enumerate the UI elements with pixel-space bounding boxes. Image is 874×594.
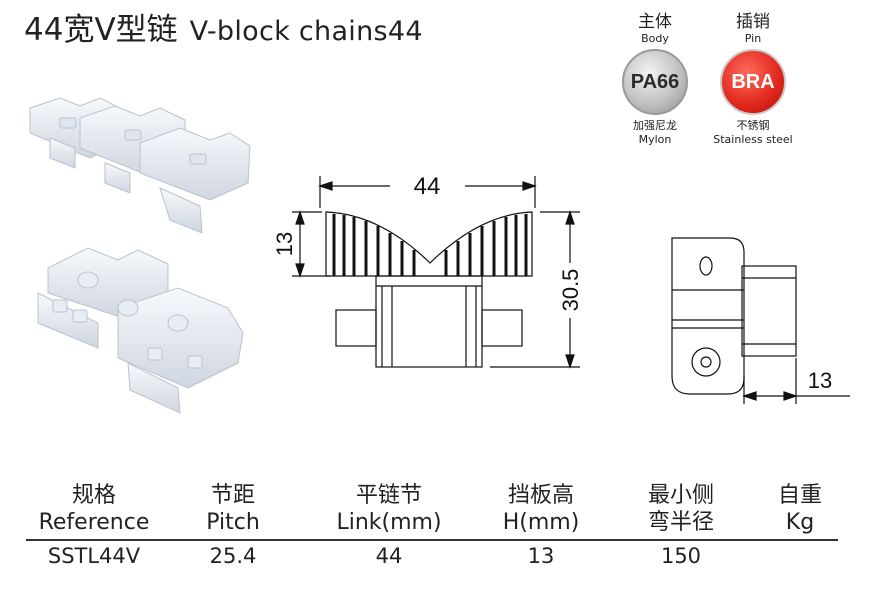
material-pin: 插销 Pin BRA 不锈钢 Stainless steel	[708, 12, 798, 147]
pa66-badge: PA66	[622, 49, 688, 115]
chain-photo-top-icon	[29, 97, 251, 234]
header-reference-en: Reference	[38, 510, 150, 535]
header-pitch-zh: 节距	[210, 483, 255, 508]
header-radius-zh: 最小侧	[647, 483, 714, 508]
table-divider	[26, 539, 838, 541]
dim-flange-label: 13	[272, 232, 297, 256]
table-row: SSTL44V 25.4 44 13 150	[26, 541, 846, 571]
cell-pitch: 25.4	[209, 544, 257, 568]
header-height-zh: 挡板高	[507, 483, 574, 508]
bra-badge: BRA	[720, 49, 786, 115]
material-body: 主体 Body PA66 加强尼龙 Mylon	[610, 12, 700, 147]
table-header-zh-row: 规格 节距 平链节 挡板高 最小侧 自重	[26, 482, 846, 509]
material-pin-name-zh: 不锈钢	[736, 119, 770, 132]
title-zh: 44宽V型链	[24, 12, 178, 48]
material-body-label-zh: 主体	[638, 12, 672, 32]
header-radius-en: 弯半径	[647, 510, 714, 535]
dim-total-height-label: 30.5	[558, 269, 583, 312]
side-view-drawing: 13	[671, 237, 850, 404]
front-view-drawing: 44 13 30.5	[272, 173, 583, 369]
cell-height: 13	[527, 544, 555, 568]
header-link-zh: 平链节	[355, 483, 422, 508]
dim-side-label: 13	[808, 368, 832, 393]
material-body-label-en: Body	[641, 32, 669, 45]
cell-weight	[754, 541, 846, 571]
title-en: V-block chains44	[189, 16, 423, 47]
material-pin-name-en: Stainless steel	[713, 133, 793, 146]
material-body-name-en: Mylon	[638, 133, 672, 146]
cell-link: 44	[375, 544, 403, 568]
chain-photo-bottom-icon	[37, 247, 244, 414]
spec-table: 规格 节距 平链节 挡板高 最小侧 自重 Reference Pitch Lin…	[26, 482, 846, 571]
header-pitch-en: Pitch	[206, 510, 260, 535]
material-body-name-zh: 加强尼龙	[633, 119, 677, 132]
cell-radius: 150	[660, 544, 702, 568]
header-height-en: H(mm)	[502, 510, 580, 535]
material-pin-label-zh: 插销	[736, 12, 770, 32]
header-weight-zh: 自重	[777, 483, 822, 508]
dim-width-label: 44	[414, 173, 441, 200]
table-header-en-row: Reference Pitch Link(mm) H(mm) 弯半径 Kg	[26, 509, 846, 536]
material-pin-label-en: Pin	[744, 32, 762, 45]
header-weight-en: Kg	[785, 510, 815, 535]
cell-reference: SSTL44V	[47, 544, 141, 568]
header-link-en: Link(mm)	[336, 510, 442, 535]
page-title: 44宽V型链 V-block chains44	[24, 10, 423, 52]
header-reference-zh: 规格	[71, 483, 116, 508]
